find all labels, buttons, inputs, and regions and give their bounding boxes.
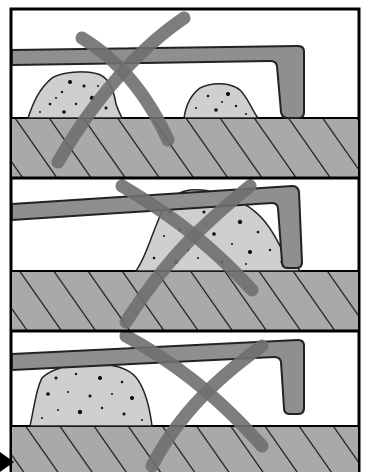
- panel-2-tool: [12, 184, 304, 269]
- panel-2: [12, 179, 358, 331]
- panel-3-ground: [12, 426, 358, 472]
- panel-1-cross-mark: [51, 11, 191, 169]
- panel-1-right-pile-dots: [195, 92, 247, 115]
- panel-2-cross-mark: [115, 179, 259, 329]
- panel-3: [12, 329, 358, 472]
- panel-3-left-pile-dots: [41, 372, 143, 421]
- panel-3-cross-mark: [119, 329, 269, 472]
- panel-1: [12, 11, 358, 178]
- corner-mark: [0, 452, 14, 472]
- panel-1-tool: [12, 44, 305, 119]
- panel-2-ground: [12, 271, 358, 331]
- panel-3-tool: [12, 338, 305, 415]
- panel-1-left-pile-dots: [39, 80, 108, 114]
- panel-1-right-pile: [183, 83, 260, 119]
